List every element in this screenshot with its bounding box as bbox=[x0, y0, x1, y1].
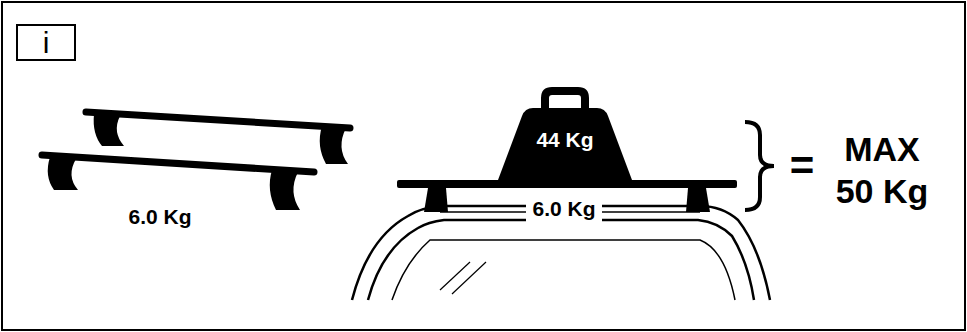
equals-sign: = bbox=[782, 142, 822, 190]
info-box: i bbox=[16, 24, 76, 61]
max-load: MAX 50 Kg bbox=[826, 128, 938, 212]
mounted-bars-weight: 6.0 Kg bbox=[526, 196, 601, 222]
weight-label: 44 Kg bbox=[495, 86, 635, 152]
brace bbox=[745, 122, 774, 210]
bars-weight: 6.0 Kg bbox=[96, 204, 224, 230]
info-letter: i bbox=[18, 26, 74, 59]
roof-bars bbox=[42, 112, 350, 210]
weight: 44 Kg bbox=[495, 86, 635, 182]
